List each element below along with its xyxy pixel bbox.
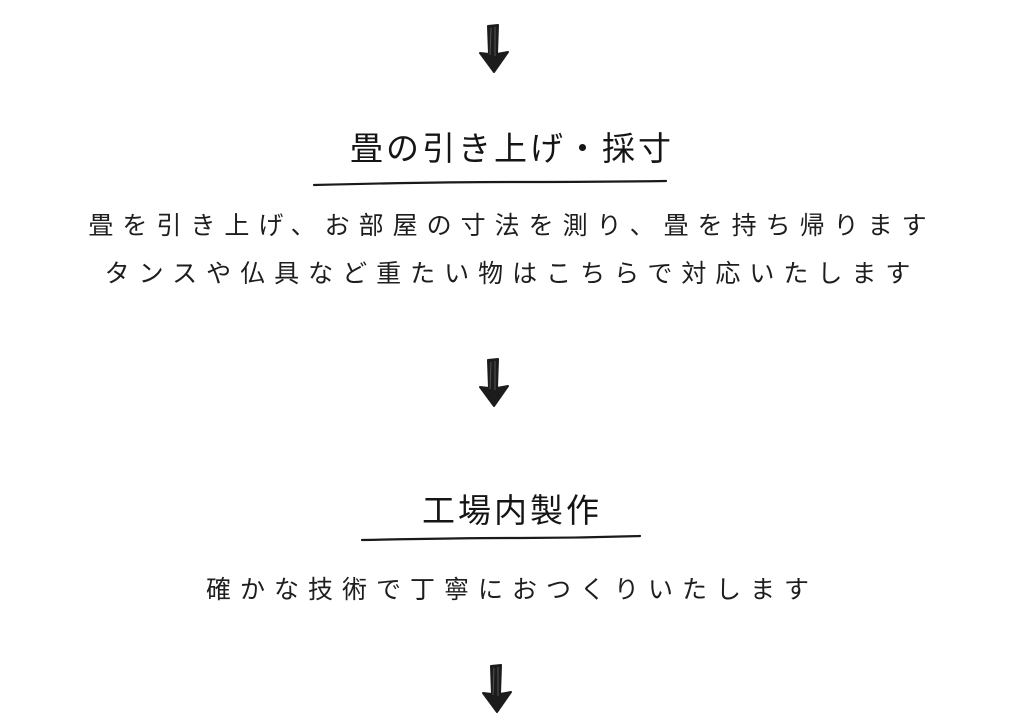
step-2-title: 工場内製作: [422, 491, 602, 530]
step-1-title: 畳の引き上げ・採寸: [350, 129, 674, 168]
step-1-underline: [312, 178, 668, 188]
step-2-description: 確かな技術で丁寧におつくりいたします: [0, 566, 1024, 614]
step-1-line-2: タンスや仏具など重たい物はこちらで対応いたします: [104, 259, 920, 288]
step-1-description: 畳を引き上げ、お部屋の寸法を測り、畳を持ち帰ります タンスや仏具など重たい物はこ…: [0, 202, 1024, 298]
step-2-underline: [360, 533, 642, 543]
down-arrow-icon: [477, 358, 511, 408]
step-2-line-1: 確かな技術で丁寧におつくりいたします: [205, 575, 818, 604]
step-1-line-1: 畳を引き上げ、お部屋の寸法を測り、畳を持ち帰ります: [88, 211, 936, 240]
down-arrow-icon: [480, 664, 514, 714]
down-arrow-icon: [477, 24, 511, 74]
